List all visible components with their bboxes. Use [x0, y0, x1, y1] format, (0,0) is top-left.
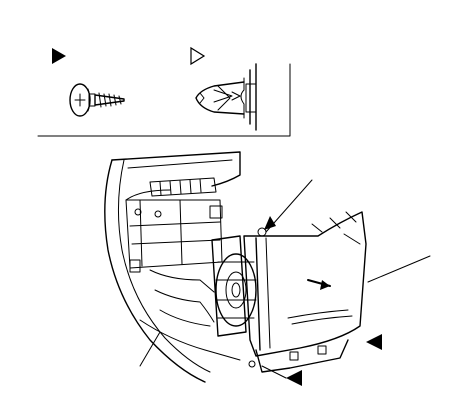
callout-line-fastener: [139, 331, 161, 367]
filled-triangle-marker: [52, 48, 66, 64]
clip-icon: [195, 63, 257, 131]
screw-icon: [69, 83, 125, 117]
callout-line-cover: [367, 255, 431, 283]
open-triangle-marker: [190, 46, 206, 66]
screw-callout-bottom: [286, 370, 302, 386]
legend-box-border: [37, 63, 291, 137]
wheel-assembly: [211, 235, 257, 337]
callout-line-bottom-screw: [261, 365, 287, 379]
cover-panel: [243, 211, 367, 373]
callout-arrowhead-clip: [264, 216, 276, 230]
screw-callout-right: [366, 334, 382, 350]
legend-box: [37, 46, 291, 137]
cover-direction-arrowhead: [320, 280, 330, 290]
vehicle-body-outline: [104, 151, 241, 383]
